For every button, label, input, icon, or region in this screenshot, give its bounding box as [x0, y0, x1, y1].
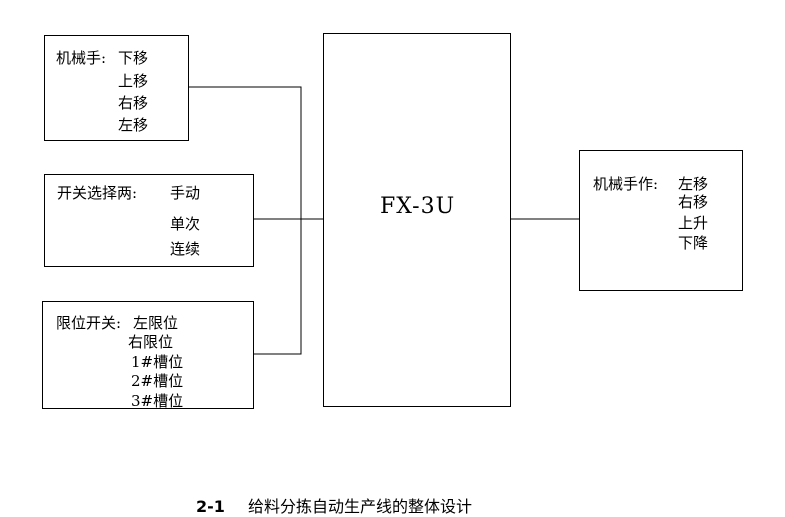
limit-switch-item: 3#槽位 — [131, 392, 184, 410]
robot-outputs-box: 机械手作: 左移 右移 上升 下降 — [579, 150, 743, 291]
mode-switch-label: 开关选择两: — [57, 184, 138, 202]
robot-inputs-label: 机械手: — [56, 49, 107, 67]
limit-switch-item: 2#槽位 — [131, 372, 184, 390]
figure-caption: 2-1 给料分拣自动生产线的整体设计 — [196, 493, 472, 517]
mode-switch-box: 开关选择两: 手动 单次 连续 — [44, 174, 254, 267]
robot-inputs-connector — [189, 86, 302, 219]
robot-input-item: 右移 — [118, 94, 149, 112]
robot-output-item: 下降 — [678, 234, 709, 252]
robot-output-item: 右移 — [678, 193, 709, 211]
limit-switch-label: 限位开关: — [56, 314, 122, 332]
limit-switch-connector — [253, 219, 302, 355]
robot-output-item: 左移 — [678, 175, 709, 193]
figure-number: 2-1 — [196, 497, 225, 516]
controller-label: FX-3U — [380, 194, 456, 219]
controller-box: FX-3U — [323, 33, 511, 407]
limit-switch-box: 限位开关: 左限位 右限位 1#槽位 2#槽位 3#槽位 — [42, 301, 254, 410]
mode-switch-item: 手动 — [170, 184, 201, 202]
robot-inputs-box: 机械手: 下移 上移 右移 左移 — [44, 35, 189, 141]
limit-switch-item: 1#槽位 — [131, 353, 184, 371]
robot-output-item: 上升 — [678, 214, 709, 232]
robot-input-item: 下移 — [118, 49, 149, 67]
limit-switch-item: 右限位 — [128, 333, 174, 351]
robot-input-item: 左移 — [118, 116, 149, 134]
robot-input-item: 上移 — [118, 72, 149, 90]
mode-switch-item: 单次 — [170, 215, 201, 233]
limit-switch-item: 左限位 — [133, 314, 179, 332]
figure-title: 给料分拣自动生产线的整体设计 — [248, 497, 473, 516]
robot-outputs-label: 机械手作: — [593, 175, 659, 193]
mode-switch-item: 连续 — [170, 240, 201, 258]
